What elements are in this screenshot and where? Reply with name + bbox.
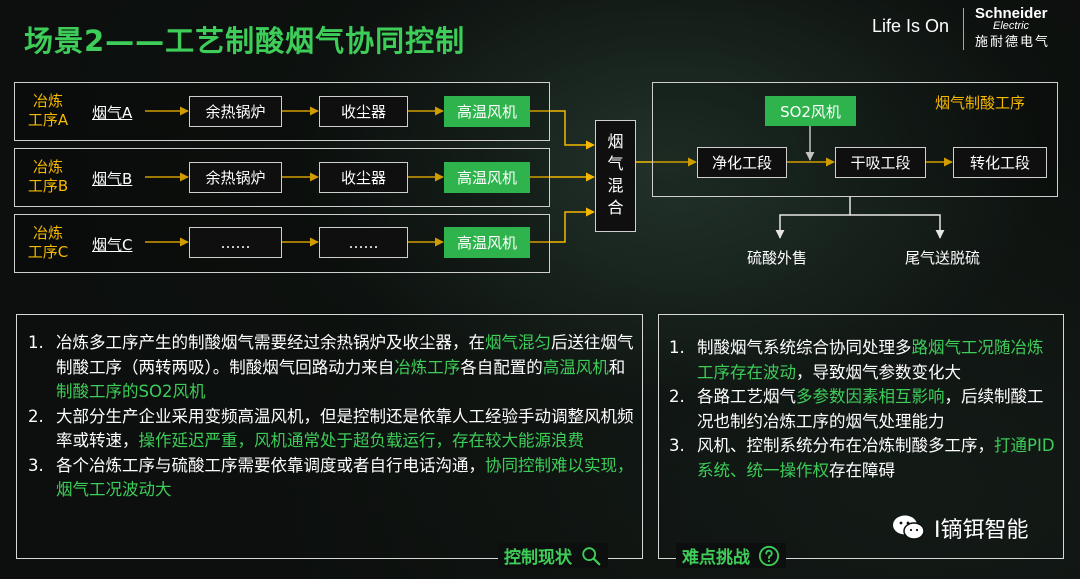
brand-logo: Schneider Electric 施耐德电气	[975, 6, 1075, 48]
question-circle-icon	[758, 545, 780, 566]
current-status-tag-label: 控制现状	[504, 548, 572, 568]
process-node-c1: ……	[189, 227, 282, 258]
dust-collector-a: 收尘器	[319, 96, 408, 127]
highlighted-text: 多参数因素相互影响	[796, 387, 945, 406]
list-item: 3. 风机、控制系统分布在冶炼制酸多工序，打通PID系统、统一操作权存在障碍	[663, 434, 1055, 483]
list-item-number: 1.	[28, 333, 44, 352]
stage-label-b: 冶炼 工序B	[27, 158, 69, 195]
highlighted-text: 冶炼工序	[394, 357, 461, 377]
list-item: 2. 各路工艺烟气多参数因素相互影响，后续制酸工况也制约冶炼工序的烟气处理能力	[663, 385, 1055, 434]
plain-text: 各路工艺烟气	[697, 387, 796, 406]
list-item-text: 冶炼多工序产生的制酸烟气需要经过余热锅炉及收尘器，在烟气混匀后送往烟气制酸工序（…	[56, 331, 634, 405]
current-status-list: 1. 冶炼多工序产生的制酸烟气需要经过余热锅炉及收尘器，在烟气混匀后送往烟气制酸工…	[22, 331, 634, 503]
highlighted-text: 操作延迟严重，风机通常处于超负载运行，存在较大能源浪费	[138, 431, 585, 450]
logo-divider	[963, 8, 964, 50]
plain-text: 存在障碍	[829, 460, 895, 480]
plain-text: 冶炼多工序产生的制酸烟气需要经过余热锅炉及收尘器，在	[56, 333, 485, 352]
list-item-number: 2.	[669, 387, 685, 406]
highlighted-text: 制酸工序的SO2风机	[56, 382, 206, 401]
challenges-tag: 难点挑战	[676, 543, 786, 568]
list-item-number: 2.	[28, 406, 44, 426]
acid-section-title: 烟气制酸工序	[935, 94, 1026, 112]
wechat-icon	[893, 515, 925, 540]
stage-label-c: 冶炼 工序C	[27, 224, 69, 261]
challenges-tag-label: 难点挑战	[682, 548, 750, 568]
highlighted-text: 高温风机	[542, 357, 609, 377]
high-temp-fan-b: 高温风机	[444, 162, 530, 193]
page-title: 场景2——工艺制酸烟气协同控制	[24, 24, 466, 58]
smoke-mixing-node: 烟 气 混 合	[595, 120, 636, 232]
watermark-text: I镝铒智能	[934, 518, 1029, 543]
high-temp-fan-a: 高温风机	[444, 96, 530, 127]
smoke-label-a: 烟气A	[92, 104, 133, 122]
current-status-panel	[16, 314, 643, 559]
waste-heat-boiler-a: 余热锅炉	[189, 96, 282, 127]
plain-text: 风机、控制系统分布在冶炼制酸多工序，	[697, 436, 994, 455]
brand-cn: 施耐德电气	[975, 34, 1051, 49]
wechat-watermark: I镝铒智能	[892, 512, 1029, 544]
current-status-tag: 控制现状	[498, 543, 608, 568]
list-item-number: 3.	[28, 455, 44, 475]
list-item-text: 各个冶炼工序与硫酸工序需要依靠调度或者自行电话沟通，协同控制难以实现，烟气工况波…	[56, 454, 634, 503]
plain-text: 各自配置的	[460, 357, 543, 377]
plain-text: 大部分生产企业采用变频高温风机，但是控制还是依靠人工经验手动调整风机频率或转速，	[56, 406, 634, 451]
tagline: Life Is On	[872, 16, 950, 36]
smoke-label-b: 烟气B	[92, 170, 133, 188]
plain-text: 和	[608, 357, 626, 377]
list-item: 1. 制酸烟气系统综合协同处理多路烟气工况随冶炼工序存在波动，导致烟气参数变化大	[663, 336, 1055, 385]
plain-text: ，导致烟气参数变化大	[796, 362, 961, 382]
highlighted-text: 烟气混匀	[485, 333, 551, 352]
stage-label-a: 冶炼 工序A	[27, 92, 69, 129]
list-item-text: 各路工艺烟气多参数因素相互影响，后续制酸工况也制约冶炼工序的烟气处理能力	[697, 385, 1055, 434]
dry-absorption-node: 干吸工段	[835, 147, 926, 178]
list-item-text: 大部分生产企业采用变频高温风机，但是控制还是依靠人工经验手动调整风机频率或转速，…	[56, 405, 634, 454]
challenges-panel	[658, 314, 1064, 559]
smoke-label-c: 烟气C	[92, 236, 133, 254]
plain-text: 后送往烟气制酸工序（两转两吸）。制酸烟气回路动力来自	[56, 333, 634, 377]
list-item: 1. 冶炼多工序产生的制酸烟气需要经过余热锅炉及收尘器，在烟气混匀后送往烟气制酸工…	[22, 331, 634, 405]
plain-text: ，后续制酸工况也制约冶炼工序的烟气处理能力	[697, 387, 1044, 431]
waste-heat-boiler-b: 余热锅炉	[189, 162, 282, 193]
highlighted-text: 路烟气工况随冶炼工序存在波动	[697, 338, 1044, 382]
plain-text: 各个冶炼工序与硫酸工序需要依靠调度或者自行电话沟通，	[56, 455, 485, 475]
brand-name: Schneider	[975, 5, 1048, 22]
outlet-acid-sale: 硫酸外售	[747, 249, 808, 267]
outlet-tail-gas: 尾气送脱硫	[905, 249, 981, 267]
plain-text: 制酸烟气系统综合协同处理多	[697, 338, 912, 357]
purification-node: 净化工段	[697, 147, 787, 178]
list-item-text: 风机、控制系统分布在冶炼制酸多工序，打通PID系统、统一操作权存在障碍	[697, 434, 1055, 483]
list-item-text: 制酸烟气系统综合协同处理多路烟气工况随冶炼工序存在波动，导致烟气参数变化大	[697, 336, 1055, 385]
conversion-node: 转化工段	[953, 147, 1047, 178]
search-icon	[582, 546, 601, 565]
list-item-number: 1.	[669, 338, 685, 357]
list-item: 2. 大部分生产企业采用变频高温风机，但是控制还是依靠人工经验手动调整风机频率或转…	[22, 405, 634, 454]
process-node-c2: ……	[319, 227, 408, 258]
highlighted-text: 协同控制难以实现，烟气工况波动大	[56, 455, 634, 500]
so2-fan-node: SO2风机	[765, 96, 856, 126]
list-item: 3. 各个冶炼工序与硫酸工序需要依靠调度或者自行电话沟通，协同控制难以实现，烟气工…	[22, 454, 634, 503]
brand-sub: Electric	[993, 20, 1030, 32]
high-temp-fan-c: 高温风机	[444, 227, 530, 258]
list-item-number: 3.	[669, 436, 685, 455]
dust-collector-b: 收尘器	[319, 162, 408, 193]
highlighted-text: 打通PID系统、统一操作权	[697, 436, 1055, 480]
